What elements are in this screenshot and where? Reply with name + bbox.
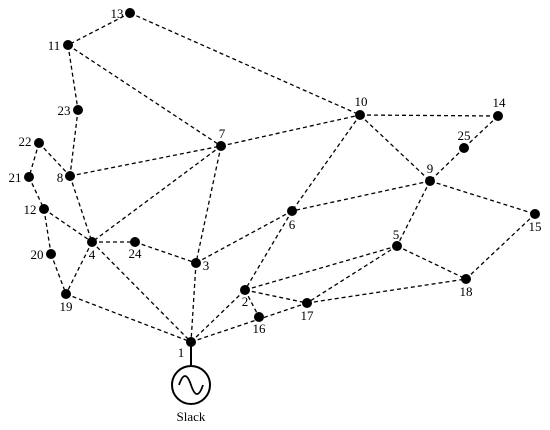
node-label-1: 1 <box>178 345 185 360</box>
edge-22-8 <box>38 142 71 177</box>
node-22 <box>34 138 44 148</box>
edge-15-18 <box>465 213 536 280</box>
edge-12-20 <box>43 208 52 255</box>
edge-1-17 <box>190 302 308 343</box>
edge-21-12 <box>28 176 45 210</box>
node-20 <box>46 249 56 259</box>
node-12 <box>39 204 49 214</box>
node-label-12: 12 <box>24 202 37 217</box>
edge-9-15 <box>429 180 536 215</box>
node-label-25: 25 <box>458 128 471 143</box>
node-label-16: 16 <box>253 321 267 336</box>
node-23 <box>73 105 83 115</box>
node-16 <box>254 312 264 322</box>
node-label-7: 7 <box>219 126 226 141</box>
node-19 <box>61 289 71 299</box>
node-label-24: 24 <box>129 246 143 261</box>
node-7 <box>216 141 226 151</box>
slack-label: Slack <box>177 409 206 424</box>
node-24 <box>130 237 140 247</box>
node-5 <box>392 241 402 251</box>
edge-6-3 <box>195 210 293 264</box>
node-label-5: 5 <box>393 227 400 242</box>
node-label-15: 15 <box>529 219 542 234</box>
edge-9-6 <box>291 180 431 212</box>
edge-5-18 <box>396 245 467 280</box>
edge-5-2 <box>244 245 398 291</box>
node-label-11: 11 <box>48 38 61 53</box>
node-label-19: 19 <box>60 299 73 314</box>
node-8 <box>65 171 75 181</box>
edge-7-4 <box>91 145 222 243</box>
edge-23-8 <box>69 109 79 177</box>
node-label-20: 20 <box>31 247 44 262</box>
node-18 <box>461 274 471 284</box>
node-11 <box>63 40 73 50</box>
edge-25-9 <box>429 147 465 182</box>
edge-17-18 <box>306 278 467 304</box>
edge-8-4 <box>69 175 93 243</box>
edge-22-21 <box>28 142 40 178</box>
edge-11-7 <box>67 44 222 147</box>
node-label-8: 8 <box>57 170 64 185</box>
edge-24-3 <box>134 241 197 264</box>
node-label-2: 2 <box>242 294 249 309</box>
node-25 <box>459 143 469 153</box>
edge-9-5 <box>396 180 431 247</box>
node-10 <box>355 110 365 120</box>
edge-14-25 <box>463 115 499 149</box>
node-13 <box>125 8 135 18</box>
edge-layer <box>28 12 536 343</box>
node-15 <box>530 209 540 219</box>
edge-10-9 <box>359 114 431 182</box>
edge-13-11 <box>67 12 131 46</box>
node-layer <box>24 8 540 347</box>
node-17 <box>302 298 312 308</box>
edge-10-6 <box>291 114 361 212</box>
edge-19-1 <box>65 293 192 343</box>
label-layer: 1234567891011121314151617181920212223242… <box>9 6 542 360</box>
node-6 <box>287 206 297 216</box>
node-label-14: 14 <box>493 95 507 110</box>
node-label-4: 4 <box>89 247 96 262</box>
node-label-6: 6 <box>289 217 296 232</box>
node-label-9: 9 <box>427 161 434 176</box>
edge-3-1 <box>190 262 197 343</box>
node-label-18: 18 <box>460 284 473 299</box>
node-3 <box>191 258 201 268</box>
edge-12-4 <box>43 208 93 243</box>
edge-4-1 <box>91 241 192 343</box>
edge-13-10 <box>129 12 361 116</box>
node-9 <box>425 176 435 186</box>
edge-7-3 <box>195 145 222 264</box>
node-label-21: 21 <box>9 170 22 185</box>
node-4 <box>87 237 97 247</box>
edge-6-2 <box>244 210 293 291</box>
node-21 <box>24 172 34 182</box>
edge-10-14 <box>359 114 499 117</box>
sine-wave-icon <box>178 375 204 395</box>
edge-7-10 <box>220 114 361 147</box>
edge-2-17 <box>244 289 308 304</box>
edge-4-19 <box>65 241 93 295</box>
edge-1-2 <box>190 289 246 343</box>
node-label-13: 13 <box>111 6 124 21</box>
edge-8-7 <box>69 145 222 177</box>
node-label-23: 23 <box>58 103 71 118</box>
edge-5-17 <box>306 245 398 304</box>
edge-11-23 <box>67 44 79 111</box>
slack-generator: Slack <box>171 342 211 424</box>
node-label-22: 22 <box>19 134 32 149</box>
node-2 <box>240 285 250 295</box>
node-label-17: 17 <box>301 308 315 323</box>
node-label-10: 10 <box>355 94 368 109</box>
edge-20-19 <box>50 253 67 295</box>
edge-2-16 <box>244 289 260 318</box>
node-14 <box>493 111 503 121</box>
node-label-3: 3 <box>203 258 210 273</box>
